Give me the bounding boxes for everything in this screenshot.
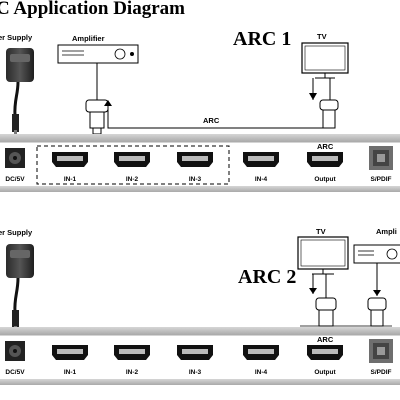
arc-1-label: ARC 1 [233,28,292,50]
port-label-in-4: IN-4 [254,369,268,376]
port-label-in-4: IN-4 [254,176,268,183]
hdmi-port-in-1 [52,152,88,167]
tv-icon [297,236,349,327]
power-adapter-icon [6,48,34,136]
port-label-output: Output [314,369,336,376]
port-label-in-1: IN-1 [63,176,77,183]
switch-panel-1 [0,134,400,192]
amplifier-icon [57,44,139,135]
hdmi-port-in-3 [177,345,213,360]
spdif-label: S/PDIF [370,369,392,376]
spdif-port [369,339,393,363]
hdmi-port-in-3 [177,152,213,167]
spdif-port [369,146,393,170]
port-label-in-3: IN-3 [188,369,202,376]
power-supply-label: er Supply [0,33,33,42]
arc-arrow-icon [104,100,112,106]
hdmi-port-output [307,152,343,167]
hdmi-port-in-4 [243,345,279,360]
port-label-in-2: IN-2 [125,176,139,183]
switch-panel-2 [0,327,400,385]
dc-label: DC/5V [5,176,25,183]
port-label-in-3: IN-3 [188,176,202,183]
power-supply-label: er Supply [0,228,33,237]
section-2 [0,236,400,385]
hdmi-port-in-2 [114,152,150,167]
arc-cable-label: ARC [203,116,220,125]
tv-label: TV [317,32,327,41]
hdmi-port-output [307,345,343,360]
tv-label: TV [316,227,326,236]
amplifier-label: Amplifier [72,34,105,43]
output-arc-label: ARC [317,335,334,344]
hdmi-port-in-1 [52,345,88,360]
hdmi-port-in-4 [243,152,279,167]
tv-icon [301,42,349,129]
power-adapter-icon [6,244,34,332]
hdmi-port-in-2 [114,345,150,360]
port-label-in-2: IN-2 [125,369,139,376]
section-1 [0,42,400,192]
output-arc-label: ARC [317,142,334,151]
amplifier-label: Ampli [376,227,397,236]
amplifier-icon [353,244,400,327]
diagram-title: C Application Diagram [0,0,185,19]
port-label-output: Output [314,176,336,183]
dc-label: DC/5V [5,369,25,376]
spdif-label: S/PDIF [370,176,392,183]
port-label-in-1: IN-1 [63,369,77,376]
arc-2-label: ARC 2 [238,266,297,288]
